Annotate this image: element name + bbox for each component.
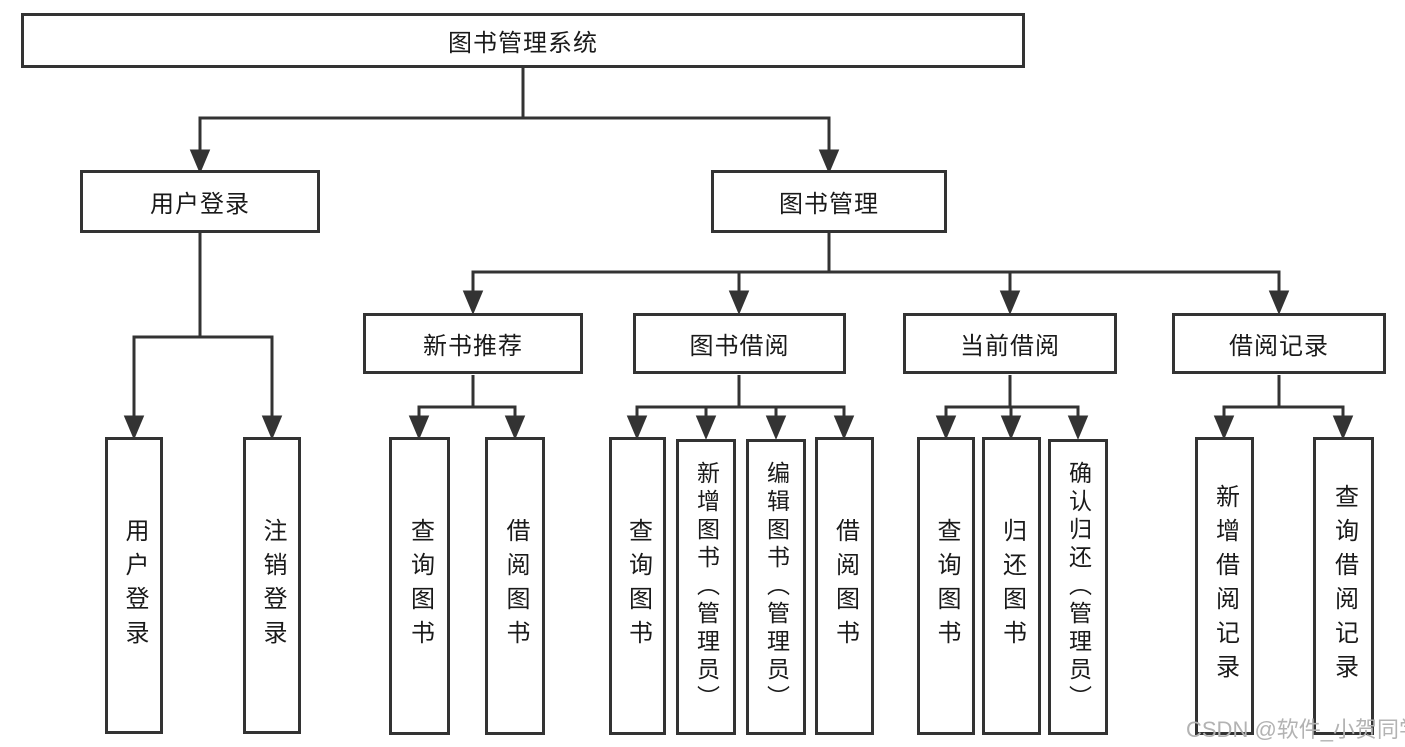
leaf-cb-confirm-return-admin-label: 确认归还（管理员） [1065,461,1092,713]
arrowhead [189,149,211,174]
arrowhead [1213,415,1235,440]
arrowhead [408,415,430,440]
leaf-cb-query-book: 查询图书 [917,437,975,735]
node-borrowing-records-label: 借阅记录 [1229,333,1329,360]
leaf-bb-borrow-book: 借阅图书 [815,437,874,735]
arrowhead [123,415,145,440]
node-library-management-system: 图书管理系统 [21,13,1025,68]
arrowhead [1000,415,1022,440]
node-book-management: 图书管理 [711,170,947,233]
arrowhead [728,290,750,315]
leaf-br-query-record: 查询借阅记录 [1313,437,1374,735]
leaf-bb-add-book-admin: 新增图书（管理员） [676,439,736,735]
arrowhead [818,149,840,174]
leaf-cb-return-book: 归还图书 [982,437,1041,735]
arrowhead [504,415,526,440]
leaf-bb-query-book-label: 查询图书 [624,518,652,654]
node-borrowing-records: 借阅记录 [1172,313,1386,374]
node-new-book-recommendation: 新书推荐 [363,313,583,374]
leaf-cb-confirm-return-admin: 确认归还（管理员） [1048,439,1108,735]
leaf-nbr-query-book: 查询图书 [389,437,450,735]
node-library-management-system-label: 图书管理系统 [448,30,598,57]
arrowhead [765,415,787,440]
leaf-br-add-record-label: 新增借阅记录 [1211,484,1239,688]
arrowhead [1332,415,1354,440]
leaf-bb-edit-book-admin: 编辑图书（管理员） [746,439,806,735]
node-user-login: 用户登录 [80,170,320,233]
arrowhead [462,290,484,315]
arrowhead [833,415,855,440]
leaf-bb-edit-book-admin-label: 编辑图书（管理员） [763,461,790,713]
leaf-cb-query-book-label: 查询图书 [933,518,960,654]
arrowhead [999,290,1021,315]
arrowhead [935,415,957,440]
arrowhead [1067,415,1089,440]
connectors [123,68,1354,440]
leaf-nbr-query-book-label: 查询图书 [406,518,434,654]
node-current-borrowing: 当前借阅 [903,313,1117,374]
leaf-br-query-record-label: 查询借阅记录 [1330,484,1358,688]
leaf-nbr-borrow-book: 借阅图书 [485,437,545,735]
leaf-user-login-label: 用户登录 [121,517,148,654]
arrowhead [695,415,717,440]
arrowhead [1268,290,1290,315]
leaf-br-add-record: 新增借阅记录 [1195,437,1254,735]
leaf-nbr-borrow-book-label: 借阅图书 [502,518,529,654]
leaf-cb-return-book-label: 归还图书 [998,518,1026,654]
node-book-borrowing-label: 图书借阅 [689,333,790,360]
leaf-bb-add-book-admin-label: 新增图书（管理员） [693,461,720,713]
arrowhead [261,415,283,440]
leaf-user-login: 用户登录 [105,437,163,734]
leaf-logout-label: 注销登录 [259,517,286,654]
leaf-bb-borrow-book-label: 借阅图书 [831,518,859,654]
arrowhead [626,415,648,440]
node-book-borrowing: 图书借阅 [633,313,846,374]
node-new-book-recommendation-label: 新书推荐 [423,333,523,360]
node-user-login-label: 用户登录 [150,191,250,218]
csdn-watermark: CSDN @软件_小贺同学 [1186,717,1405,742]
leaf-bb-query-book: 查询图书 [609,437,666,735]
node-book-management-label: 图书管理 [779,191,879,218]
node-current-borrowing-label: 当前借阅 [960,333,1060,360]
leaf-logout: 注销登录 [243,437,301,734]
